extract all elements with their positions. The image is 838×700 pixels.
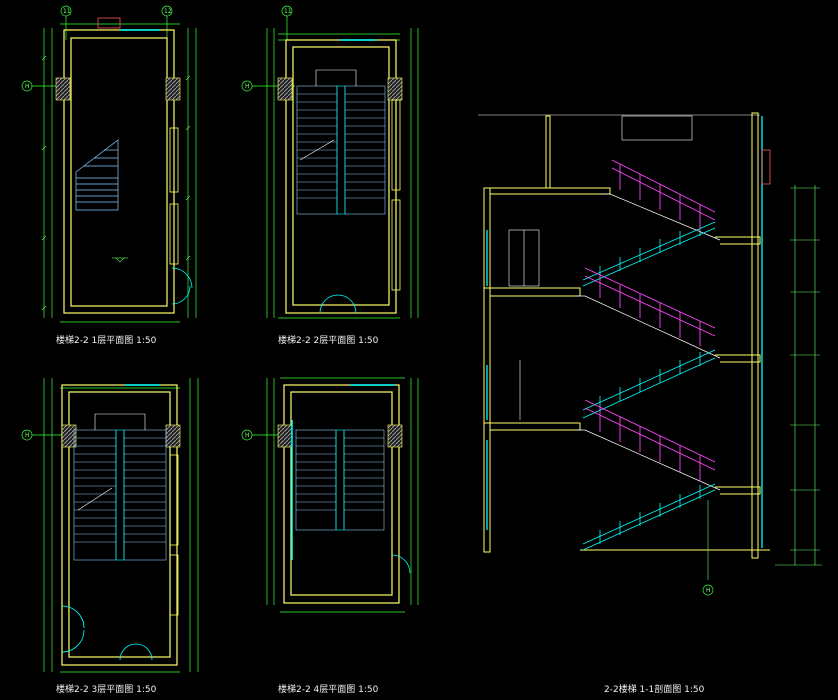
column-hatch [165,424,181,448]
column-hatch [55,77,71,101]
plan-3-title: 楼梯2-2 3层平面图 1:50 [56,683,157,695]
roof-vent [97,17,121,29]
plan-3-walls [61,384,178,666]
section-stair-cyan [582,221,716,551]
plan-1-dim-ticks [41,55,191,311]
section-title: 2-2楼梯 1-1剖面图 1:50 [604,683,705,695]
section-railings [584,159,716,482]
column-hatch [387,77,403,101]
plan-1-drawing: 楼梯2-2 1层平面图 1:50 [21,5,197,346]
column-hatch [387,424,403,448]
plan-4-walls [283,384,400,604]
plan-1-axes [21,5,197,323]
section-outlines [478,114,760,420]
plan-2-door [319,294,357,314]
axis-bubble-icon [702,584,714,596]
plan-1-side-windows [169,127,179,265]
plan-3-stair-arrows [94,413,146,430]
plan-2-stair [296,85,386,215]
plan-1-stair [75,139,119,211]
axis-label: H [245,432,250,439]
plan-1-walls [63,29,175,314]
plan-2-walls [285,39,397,314]
column-hatch [277,77,293,101]
axis-label: H [706,587,711,594]
plan-4-axes [241,377,419,613]
plan-2-side-windows [391,99,401,291]
plan-3-drawing: 楼梯2-2 3层平面图 1:50 [21,378,199,695]
plan-3-stair [73,429,167,561]
section-glazing [486,116,763,548]
axis-label: 11 [63,8,71,15]
section-stair-flights [575,193,721,491]
plan-1-title: 楼梯2-2 1层平面图 1:50 [56,334,157,346]
column-hatch [61,424,77,448]
plan-4-title: 楼梯2-2 4层平面图 1:50 [278,683,379,695]
section-dimensions [707,185,822,580]
plan-4-drawing: 楼梯2-2 4层平面图 1:50 [241,377,419,695]
plan-3-doors [61,605,153,661]
plan-2-stair-arrows [315,69,357,86]
plan-3-side-windows [169,454,179,616]
plan-2-drawing: 楼梯2-2 2层平面图 1:50 [241,5,419,346]
section-drawing: 2-2楼梯 1-1剖面图 1:50 [478,112,822,695]
axis-label: H [25,432,30,439]
axis-label: 12 [164,8,172,15]
plan-4-door [391,554,411,574]
section-vent [761,149,771,185]
plan-3-axes [21,378,199,673]
plan-4-stair [295,429,385,531]
axis-label: H [245,83,250,90]
axis-label: H [25,83,30,90]
column-hatch [277,424,293,448]
plan-2-title: 楼梯2-2 2层平面图 1:50 [278,334,379,346]
column-hatch [165,77,181,101]
plan-1-door [171,267,193,305]
level-mark [112,257,128,263]
axis-label: 11 [284,8,292,15]
section-axis [702,584,714,596]
section-walls [483,112,770,559]
